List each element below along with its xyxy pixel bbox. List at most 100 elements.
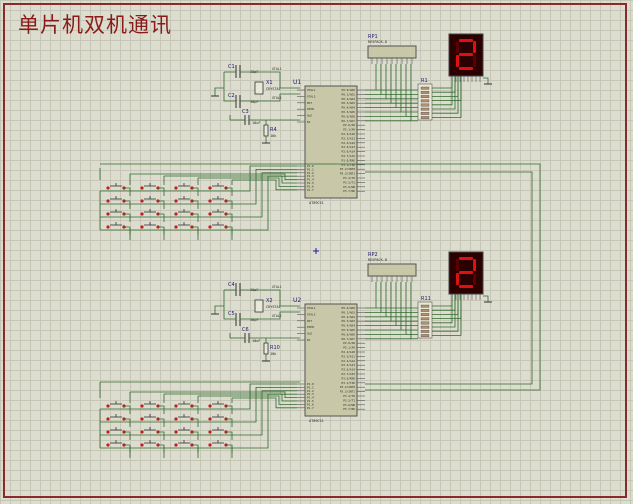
wire bbox=[100, 163, 541, 391]
wire bbox=[158, 405, 165, 414]
key-contact bbox=[140, 417, 144, 421]
pin-text: XTAL1 bbox=[272, 285, 282, 289]
array-resistor bbox=[420, 317, 430, 321]
pin-text: P0.5/AD5 bbox=[342, 110, 356, 114]
array-resistor bbox=[420, 86, 430, 90]
pin-text: RST bbox=[307, 101, 312, 105]
key-contact bbox=[140, 199, 144, 203]
pin-text: P2.0/A8 bbox=[343, 341, 355, 345]
mcu-chip[interactable] bbox=[304, 85, 358, 199]
wire bbox=[432, 292, 459, 332]
wire bbox=[100, 172, 297, 218]
resistor-pack[interactable] bbox=[367, 45, 417, 59]
crystal[interactable] bbox=[254, 299, 264, 313]
reset-resistor[interactable] bbox=[263, 124, 269, 137]
pin-text: P1.5 bbox=[307, 399, 314, 403]
pin-text: XTAL2 bbox=[307, 312, 316, 316]
wire bbox=[483, 295, 489, 302]
array-resistor bbox=[420, 116, 430, 119]
reset-resistor[interactable] bbox=[263, 342, 269, 355]
pin-text: XTAL2 bbox=[272, 96, 282, 100]
wire bbox=[365, 282, 387, 318]
pin-text: P1.0 bbox=[307, 382, 314, 386]
pin-text: P2.2/A10 bbox=[342, 350, 356, 354]
wire bbox=[232, 397, 297, 409]
wire bbox=[240, 71, 300, 89]
pin-text: P1.3 bbox=[307, 174, 314, 178]
wire bbox=[192, 418, 199, 427]
crystal[interactable] bbox=[254, 81, 264, 95]
array-resistor bbox=[420, 321, 430, 325]
wire bbox=[226, 187, 233, 196]
segment-b bbox=[473, 41, 476, 53]
resistor-pack[interactable] bbox=[367, 263, 417, 277]
pin-text: EA bbox=[307, 338, 311, 342]
wire bbox=[158, 200, 165, 209]
pin-text: P0.0/AD0 bbox=[342, 88, 356, 92]
wire bbox=[158, 187, 165, 196]
wire bbox=[198, 177, 297, 187]
cap-value: 30pF bbox=[250, 318, 258, 322]
wire bbox=[365, 282, 377, 309]
wire bbox=[432, 292, 459, 315]
pin-text: P3.0/RXD bbox=[342, 158, 356, 162]
resistor-label: R10 bbox=[270, 345, 280, 351]
pin-text: P0.0/AD0 bbox=[342, 306, 356, 310]
segment-a bbox=[459, 39, 473, 42]
wire bbox=[432, 292, 456, 311]
pin-text: P0.4/AD4 bbox=[342, 106, 356, 110]
pin-text: EA bbox=[307, 120, 311, 124]
key-contact bbox=[208, 443, 212, 447]
key-contact bbox=[140, 430, 144, 434]
array-resistor bbox=[420, 309, 430, 312]
pin-text: P1.1 bbox=[307, 385, 314, 389]
pin-text: P2.1/A9 bbox=[343, 128, 355, 132]
key-contact bbox=[208, 225, 212, 229]
wire bbox=[226, 405, 233, 414]
pin-text: P0.1/AD1 bbox=[342, 92, 356, 96]
pin-text: P3.2/INT0 bbox=[340, 167, 355, 171]
wire bbox=[432, 74, 456, 110]
segment-f bbox=[456, 259, 459, 271]
crystal-value: CRYSTAL bbox=[266, 305, 281, 309]
pin-text: P3.6/WR bbox=[343, 403, 355, 407]
wire bbox=[124, 200, 131, 209]
pin-text: P3.5/T1 bbox=[343, 180, 355, 184]
origin-marker bbox=[313, 248, 319, 254]
pin-text: P0.6/AD6 bbox=[342, 114, 356, 118]
pin-text: P2.7/A15 bbox=[342, 372, 356, 376]
wire bbox=[192, 405, 199, 414]
resistor-value: 10k bbox=[270, 352, 277, 356]
key-contact bbox=[106, 404, 110, 408]
wire bbox=[365, 171, 533, 385]
wire bbox=[192, 200, 199, 209]
wire bbox=[158, 418, 165, 427]
board-top[interactable]: C130pFC230pFX1CRYSTALXTAL1XTAL2C310uFR41… bbox=[99, 33, 492, 240]
wire bbox=[240, 311, 300, 320]
segment-e bbox=[456, 55, 459, 67]
segment-g bbox=[459, 53, 473, 56]
cap-label: C1 bbox=[228, 64, 235, 70]
wire bbox=[483, 77, 489, 84]
rp-label: RP1 bbox=[368, 34, 378, 40]
key-contact bbox=[208, 404, 212, 408]
rp-label: RP2 bbox=[368, 252, 378, 258]
wire bbox=[100, 386, 297, 423]
wire bbox=[124, 418, 131, 427]
array-resistor bbox=[420, 107, 430, 111]
wire bbox=[164, 175, 297, 184]
crystal-label: X2 bbox=[266, 298, 273, 304]
board-bottom[interactable]: C430pFC530pFX2CRYSTALXTAL1XTAL2C610uFR10… bbox=[99, 251, 492, 458]
wire bbox=[100, 165, 297, 192]
pin-text: P0.7/AD7 bbox=[342, 337, 356, 341]
pin-text: P3.4/T0 bbox=[343, 176, 355, 180]
pin-text: RST bbox=[307, 319, 312, 323]
pin-text: ALE bbox=[307, 332, 312, 336]
segment-c bbox=[473, 273, 476, 285]
pin-text: P0.3/AD3 bbox=[342, 101, 356, 105]
chip-part: AT89C51 bbox=[309, 419, 324, 423]
pin-text: P1.6 bbox=[307, 402, 314, 406]
mcu-chip[interactable] bbox=[304, 303, 358, 417]
